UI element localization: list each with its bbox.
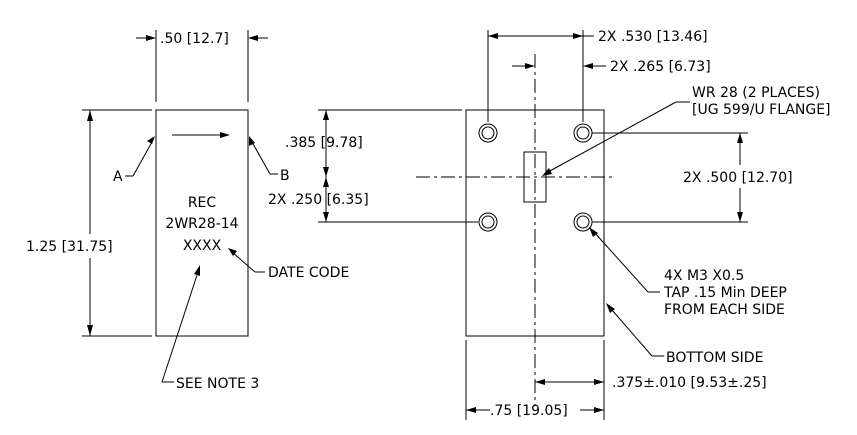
tap-note-line1: 4X M3 X0.5 xyxy=(664,268,744,284)
marking-date-placeholder: XXXX xyxy=(183,238,222,254)
label-b: B xyxy=(280,168,290,184)
dim-265-label: 2X .265 [6.73] xyxy=(610,59,711,75)
tap-leader: 4X M3 X0.5 TAP .15 Min DEEP FROM EACH SI… xyxy=(589,227,787,318)
side-view-body xyxy=(155,109,249,337)
tapped-hole-icon xyxy=(573,123,593,143)
dim-500: 2X .500 [12.70] xyxy=(592,132,793,223)
height-dim-label: 1.25 [31.75] xyxy=(26,239,113,255)
see-note-3: SEE NOTE 3 xyxy=(176,376,259,392)
marking-part-number: 2WR28-14 xyxy=(165,216,238,232)
waveguide-opening xyxy=(523,151,547,203)
dim-75: .75 [19.05] xyxy=(465,340,604,420)
waveguide-note-line2: [UG 599/U FLANGE] xyxy=(692,102,831,118)
dim-530: 2X .530 [13.46] xyxy=(487,29,708,122)
label-a: A xyxy=(113,169,123,185)
marking-rec: REC xyxy=(188,195,217,211)
bottom-side-leader: BOTTOM SIDE xyxy=(606,303,763,366)
dim-375-label: .375±.010 [9.53±.25] xyxy=(612,375,767,391)
tap-note-line2: TAP .15 Min DEEP xyxy=(663,285,787,301)
direction-arrow-icon xyxy=(172,132,230,138)
bottom-side-note: BOTTOM SIDE xyxy=(666,350,763,366)
tap-note-line3: FROM EACH SIDE xyxy=(664,302,785,318)
dim-250-label: 2X .250 [6.35] xyxy=(268,192,369,208)
date-code-note: DATE CODE xyxy=(268,265,349,281)
waveguide-note-line1: WR 28 (2 PLACES) xyxy=(692,85,820,101)
dim-265: 2X .265 [6.73] xyxy=(512,59,711,75)
right-view: 2X .530 [13.46] 2X .265 [6.73] .385 [9.7… xyxy=(268,29,831,420)
dim-385-label: .385 [9.78] xyxy=(285,135,363,151)
width-dimension: .50 [12.7] xyxy=(136,30,268,102)
dim-75-label: .75 [19.05] xyxy=(490,403,568,419)
tapped-hole-icon xyxy=(478,212,498,232)
dim-385-250: .385 [9.78] 2X .250 [6.35] xyxy=(268,109,478,223)
left-view: .50 [12.7] 1.25 [31.75] A B REC 2WR28-14 xyxy=(26,30,349,392)
waveguide-leader: WR 28 (2 PLACES) [UG 599/U FLANGE] xyxy=(542,85,831,176)
width-dim-label: .50 [12.7] xyxy=(160,31,229,47)
dim-500-label: 2X .500 [12.70] xyxy=(683,170,793,186)
dim-375: .375±.010 [9.53±.25] xyxy=(535,340,767,420)
dim-530-label: 2X .530 [13.46] xyxy=(598,29,708,45)
height-dimension: 1.25 [31.75] xyxy=(26,109,152,337)
tapped-hole-icon xyxy=(573,212,593,232)
tapped-hole-icon xyxy=(478,123,498,143)
